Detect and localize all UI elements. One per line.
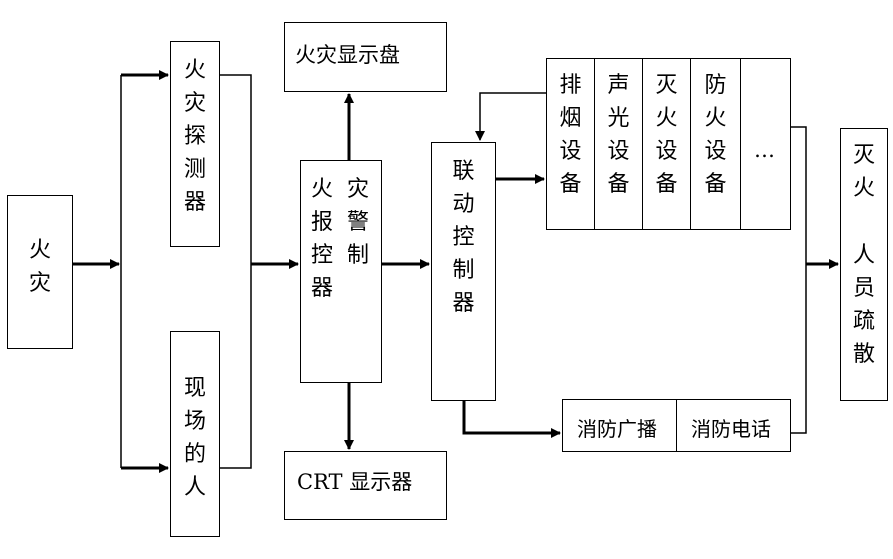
fire-box: 火灾 xyxy=(7,195,73,349)
display-panel-label: 火灾显示盘 xyxy=(295,43,400,67)
controller-box: 火报控器 灾警制 xyxy=(300,160,382,383)
detector-label: 火灾探测器 xyxy=(183,58,206,215)
equipment-merge-line xyxy=(790,126,807,434)
arrow-to-broadcast xyxy=(462,400,561,438)
crt-display-box: CRT 显示器 xyxy=(284,451,447,520)
result-box: 灭火 人员疏散 xyxy=(840,128,888,401)
smoke-equipment-label: 排烟设备 xyxy=(559,73,582,197)
fire-label: 火灾 xyxy=(28,238,51,296)
crt-display-label: CRT 显示器 xyxy=(297,470,413,494)
linkage-box: 联动控制器 xyxy=(431,142,496,401)
display-panel-box: 火灾显示盘 xyxy=(284,22,447,92)
result-label-evacuation: 人员疏散 xyxy=(852,243,875,367)
more-equipment-ellipsis: … xyxy=(754,138,775,162)
phone-box: 消防电话 xyxy=(676,399,791,452)
phone-label: 消防电话 xyxy=(691,417,771,441)
sound-light-equipment-label: 声光设备 xyxy=(607,73,630,197)
result-label-extinguish: 灭火 xyxy=(852,143,875,201)
controller-label-col2: 灾警制 xyxy=(347,177,370,268)
smoke-equipment-box: 排烟设备 xyxy=(546,58,595,230)
sound-light-equipment-box: 声光设备 xyxy=(594,58,643,230)
person-label: 现场的人 xyxy=(183,376,206,500)
extinguish-equipment-label: 灭火设备 xyxy=(655,73,678,197)
detector-merge-line xyxy=(219,74,252,469)
feedback-line xyxy=(475,92,546,141)
prevention-equipment-label: 防火设备 xyxy=(704,73,727,197)
detector-box: 火灾探测器 xyxy=(170,41,220,247)
prevention-equipment-box: 防火设备 xyxy=(690,58,741,230)
broadcast-box: 消防广播 xyxy=(562,399,678,452)
controller-label-col1: 火报控器 xyxy=(311,177,334,301)
linkage-label: 联动控制器 xyxy=(452,159,475,316)
person-box: 现场的人 xyxy=(170,331,220,537)
extinguish-equipment-box: 灭火设备 xyxy=(642,58,691,230)
broadcast-label: 消防广播 xyxy=(577,417,657,441)
